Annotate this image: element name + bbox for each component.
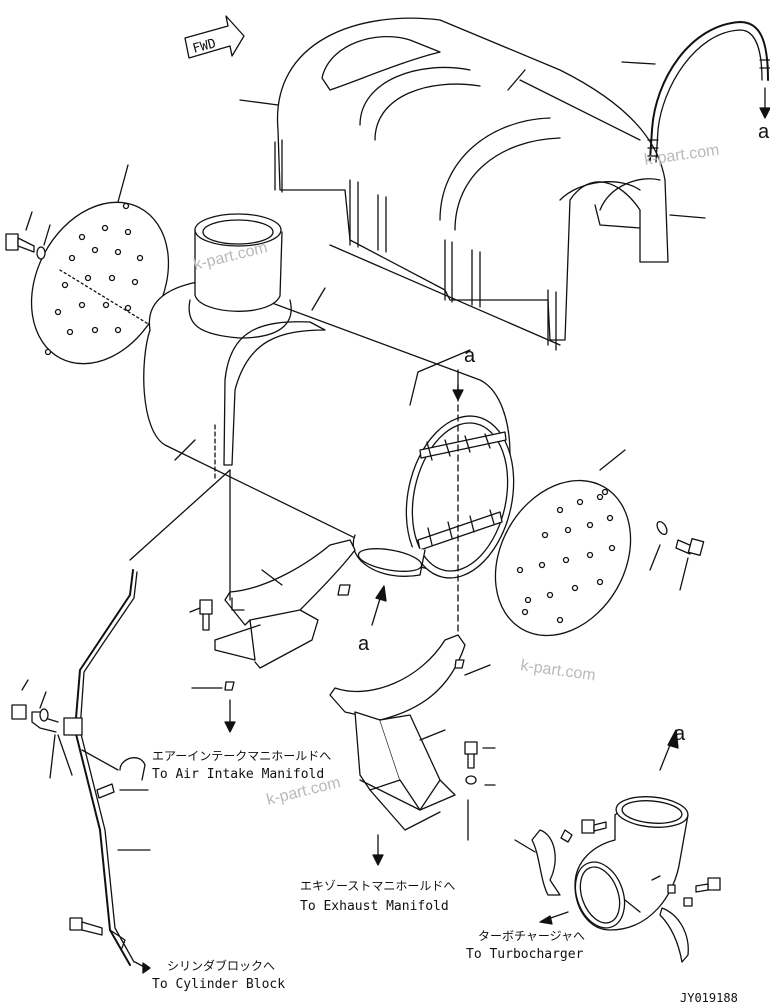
drawing-code: JY019188	[680, 991, 738, 1005]
heat-shield-cover	[239, 17, 706, 351]
fwd-label: FWD	[191, 36, 218, 57]
reference-a-center: a	[464, 345, 476, 367]
watermark-3: k-part.com	[519, 657, 596, 684]
watermark-1: k-part.com	[643, 142, 720, 169]
turbo-elbow-pipe: a	[514, 723, 721, 963]
air-intake-label-jp: エアーインテークマニホールドへ	[152, 749, 331, 763]
muffler-body: a	[143, 213, 515, 661]
right-mount-bracket	[329, 634, 496, 866]
reference-a-left: a	[358, 633, 370, 655]
air-intake-label-en: To Air Intake Manifold	[152, 767, 324, 782]
exhaust-label-jp: エキゾーストマニホールドへ	[300, 879, 455, 893]
left-mount-bracket: a	[189, 469, 387, 733]
reference-a-turbo: a	[674, 723, 686, 745]
right-end-plate	[494, 449, 705, 637]
left-bolt-washer	[5, 211, 51, 260]
u-bolt-strap: a	[621, 21, 770, 163]
turbo-label-jp: ターボチャージャへ	[478, 929, 585, 943]
drain-pipe	[11, 469, 231, 974]
exhaust-label-en: To Exhaust Manifold	[300, 899, 449, 914]
forward-arrow-icon: FWD	[184, 15, 245, 59]
turbo-label-en: To Turbocharger	[466, 947, 584, 962]
cylinder-label-jp: シリンダブロックへ	[167, 958, 275, 973]
reference-a-top: a	[758, 121, 770, 143]
cylinder-label-en: To Cylinder Block	[152, 977, 285, 992]
left-end-plate	[30, 164, 170, 365]
destination-labels: エアーインテークマニホールドへ To Air Intake Manifold エ…	[152, 749, 585, 992]
